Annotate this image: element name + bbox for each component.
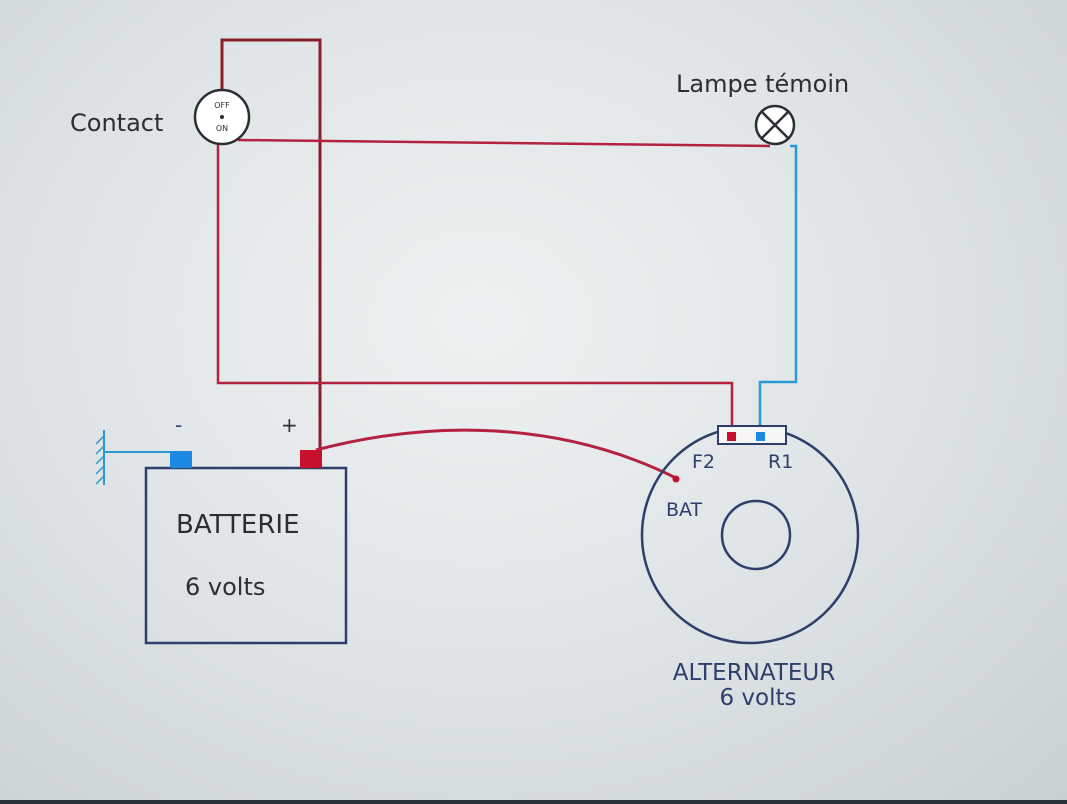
wire-lamp-to-r1 bbox=[758, 144, 798, 437]
battery-minus-label: - bbox=[175, 413, 182, 437]
battery-name-label: BATTERIE bbox=[176, 510, 300, 540]
f2-label: F2 bbox=[692, 451, 715, 473]
bat-terminal-dot bbox=[672, 475, 680, 483]
r1-terminal bbox=[756, 432, 765, 441]
battery-voltage-label: 6 volts bbox=[185, 573, 265, 601]
switch-on-label: ON bbox=[216, 124, 228, 133]
battery-minus-terminal bbox=[170, 451, 192, 468]
battery-plus-terminal bbox=[300, 450, 322, 468]
switch-off-label: OFF bbox=[214, 101, 230, 110]
battery-box bbox=[144, 466, 348, 645]
f2-terminal bbox=[727, 432, 736, 441]
wire-contact-to-battery bbox=[220, 38, 322, 452]
lamp-label: Lampe témoin bbox=[676, 70, 849, 98]
battery-plus-label: + bbox=[281, 413, 298, 437]
alternator-voltage-label: 6 volts bbox=[719, 685, 796, 711]
alternator-shaft bbox=[720, 499, 792, 571]
wire-battery-to-bat bbox=[315, 428, 677, 480]
lamp-icon bbox=[754, 104, 796, 146]
ground-symbol bbox=[95, 430, 172, 485]
r1-label: R1 bbox=[768, 451, 793, 473]
wire-contact-to-lamp bbox=[237, 138, 771, 148]
contact-label: Contact bbox=[70, 109, 163, 137]
alternator-body bbox=[640, 425, 860, 645]
switch-center-dot bbox=[220, 115, 224, 119]
wire-contact-to-f2 bbox=[216, 140, 734, 437]
alternator-name-label: ALTERNATEUR bbox=[673, 660, 836, 686]
bat-label: BAT bbox=[666, 499, 703, 521]
